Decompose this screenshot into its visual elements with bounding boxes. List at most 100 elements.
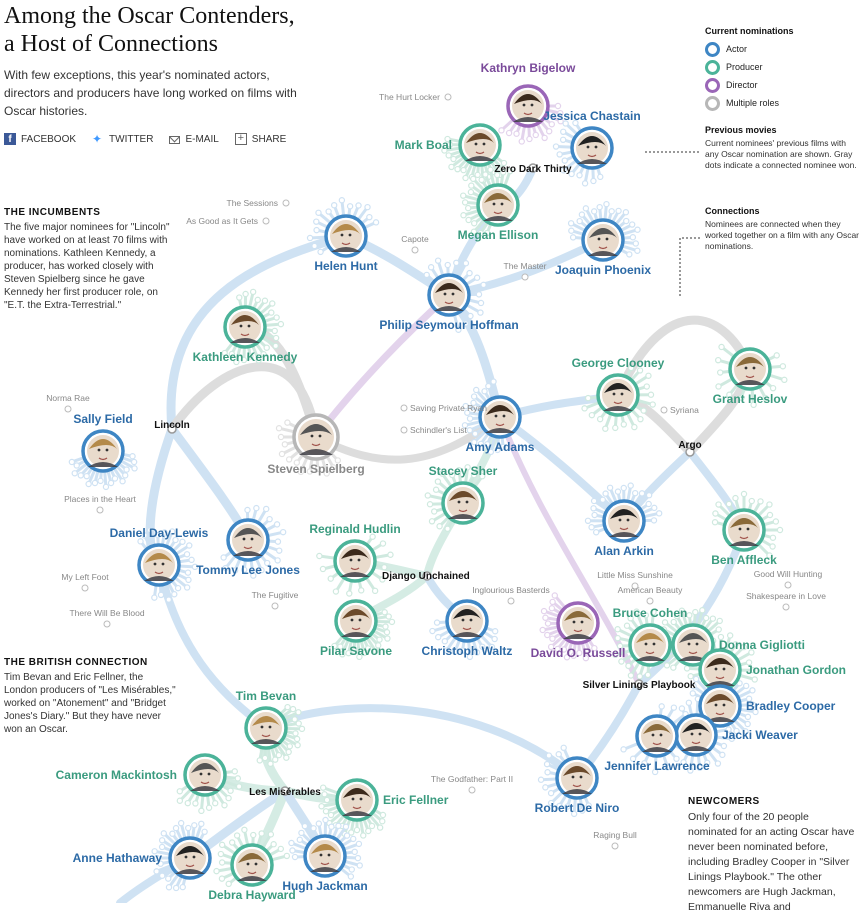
avatar-christoph-waltz[interactable] — [447, 601, 487, 641]
previous-film-label: The Hurt Locker — [379, 92, 440, 102]
nominee-name-label: Stacey Sher — [429, 464, 498, 478]
avatar-bruce-cohen[interactable] — [630, 625, 670, 665]
incumbents-heading: THE INCUMBENTS — [4, 207, 176, 218]
share-bar: f FACEBOOK ✦ TWITTER E-MAIL + SHARE — [4, 131, 302, 147]
nominee-name-label: Joaquin Phoenix — [555, 263, 651, 277]
previous-film-label: Capote — [401, 234, 429, 244]
previous-film-dot — [272, 603, 278, 609]
producer-ring-icon — [705, 60, 720, 75]
avatar-pilar-savone[interactable] — [336, 601, 376, 641]
previous-film-dot — [401, 427, 407, 433]
current-film-label: Argo — [678, 440, 701, 451]
previous-film-label: Places in the Heart — [64, 494, 136, 504]
twitter-icon: ✦ — [92, 133, 104, 145]
current-film-label: Django Unchained — [382, 571, 470, 582]
legend-item-multiple: Multiple roles — [705, 94, 861, 112]
avatar-jonathan-gordon[interactable] — [700, 650, 740, 690]
share-button[interactable]: + SHARE — [235, 133, 286, 145]
email-share-button[interactable]: E-MAIL — [169, 134, 218, 145]
nominee-name-label: Kathryn Bigelow — [481, 61, 576, 75]
british-section: THE BRITISH CONNECTION Tim Bevan and Eri… — [4, 657, 176, 736]
facebook-icon: f — [4, 133, 16, 145]
avatar-anne-hathaway[interactable] — [170, 838, 210, 878]
nominee-name-label: Jennifer Lawrence — [604, 759, 710, 773]
nominee-name-label: George Clooney — [572, 356, 665, 370]
connection-link — [266, 708, 577, 778]
previous-film-dot — [263, 218, 269, 224]
newcomers-heading: NEWCOMERS — [688, 796, 860, 807]
nominee-name-label: Tim Bevan — [236, 689, 296, 703]
avatar-kathryn-bigelow[interactable] — [508, 86, 548, 126]
incumbents-section: THE INCUMBENTS The five major nominees f… — [4, 207, 176, 312]
previous-film-dot — [65, 406, 71, 412]
email-label: E-MAIL — [185, 134, 218, 145]
nominee-name-label: Ben Affleck — [711, 553, 777, 567]
avatar-sally-field[interactable] — [83, 431, 123, 471]
avatar-tommy-lee-jones[interactable] — [228, 520, 268, 560]
avatar-helen-hunt[interactable] — [326, 216, 366, 256]
avatar-jennifer-lawrence[interactable] — [637, 716, 677, 756]
previous-film-dot — [401, 405, 407, 411]
avatar-stacey-sher[interactable] — [443, 483, 483, 523]
avatar-debra-hayward[interactable] — [232, 845, 272, 885]
connections-heading: Connections — [705, 206, 861, 216]
nominee-name-label: Jonathan Gordon — [746, 663, 846, 677]
director-ring-icon — [705, 78, 720, 93]
avatar-steven-spielberg[interactable] — [294, 415, 338, 459]
previous-film-dot — [612, 843, 618, 849]
facebook-share-button[interactable]: f FACEBOOK — [4, 133, 76, 145]
british-heading: THE BRITISH CONNECTION — [4, 657, 176, 668]
previous-film-dot — [469, 787, 475, 793]
avatar-megan-ellison[interactable] — [478, 185, 518, 225]
nominee-name-label: Jessica Chastain — [543, 109, 640, 123]
avatar-alan-arkin[interactable] — [604, 501, 644, 541]
previous-film-label: As Good as It Gets — [186, 216, 258, 226]
current-film-label: Zero Dark Thirty — [494, 164, 572, 175]
avatar-mark-boal[interactable] — [460, 125, 500, 165]
avatar-eric-fellner[interactable] — [337, 780, 377, 820]
nominee-name-label: Tommy Lee Jones — [196, 563, 300, 577]
previous-film-label: The Master — [504, 261, 547, 271]
nominee-name-label: Cameron Mackintosh — [56, 768, 177, 782]
nominee-name-label: Steven Spielberg — [267, 462, 364, 476]
nominee-name-label: Bruce Cohen — [613, 606, 688, 620]
avatar-joaquin-phoenix[interactable] — [583, 220, 623, 260]
nominee-name-label: Megan Ellison — [458, 228, 539, 242]
legend-item-actor: Actor — [705, 40, 861, 58]
avatar-kathleen-kennedy[interactable] — [225, 307, 265, 347]
avatar-grant-heslov[interactable] — [730, 349, 770, 389]
previous-film-label: Inglourious Basterds — [472, 585, 550, 595]
previous-film-label: Shakespeare in Love — [746, 591, 826, 601]
legend-label: Actor — [726, 44, 747, 54]
previous-film-label: Syriana — [670, 405, 699, 415]
connections-text: Nominees are connected when they worked … — [705, 219, 861, 252]
avatar-david-o-russell[interactable] — [558, 603, 598, 643]
nominee-name-label: Sally Field — [73, 412, 132, 426]
avatar-philip-seymour-hoffman[interactable] — [429, 275, 469, 315]
avatar-reginald-hudlin[interactable] — [335, 541, 375, 581]
avatar-george-clooney[interactable] — [598, 375, 638, 415]
twitter-share-button[interactable]: ✦ TWITTER — [92, 133, 153, 145]
avatar-jacki-weaver[interactable] — [676, 715, 716, 755]
nominee-name-label: Pilar Savone — [320, 644, 392, 658]
previous-film-dot — [522, 274, 528, 280]
previous-film-dot — [647, 598, 653, 604]
nominee-name-label: Alan Arkin — [594, 544, 654, 558]
avatar-jessica-chastain[interactable] — [572, 128, 612, 168]
nominee-name-label: Reginald Hudlin — [309, 522, 400, 536]
previous-film-label: Schindler's List — [410, 425, 468, 435]
legend-title: Current nominations — [705, 26, 861, 36]
plus-icon: + — [235, 133, 247, 145]
avatar-robert-de-niro[interactable] — [557, 758, 597, 798]
previous-film-label: Raging Bull — [593, 830, 637, 840]
avatar-ben-affleck[interactable] — [724, 510, 764, 550]
current-film-label: Lincoln — [154, 420, 190, 431]
previous-film-label: Norma Rae — [46, 393, 90, 403]
nominee-name-label: Donna Gigliotti — [719, 638, 805, 652]
avatar-daniel-day-lewis[interactable] — [139, 545, 179, 585]
avatar-cameron-mackintosh[interactable] — [185, 755, 225, 795]
avatar-tim-bevan[interactable] — [246, 708, 286, 748]
nominee-name-label: Philip Seymour Hoffman — [379, 318, 518, 332]
previous-film-dot — [104, 621, 110, 627]
avatar-hugh-jackman[interactable] — [305, 836, 345, 876]
